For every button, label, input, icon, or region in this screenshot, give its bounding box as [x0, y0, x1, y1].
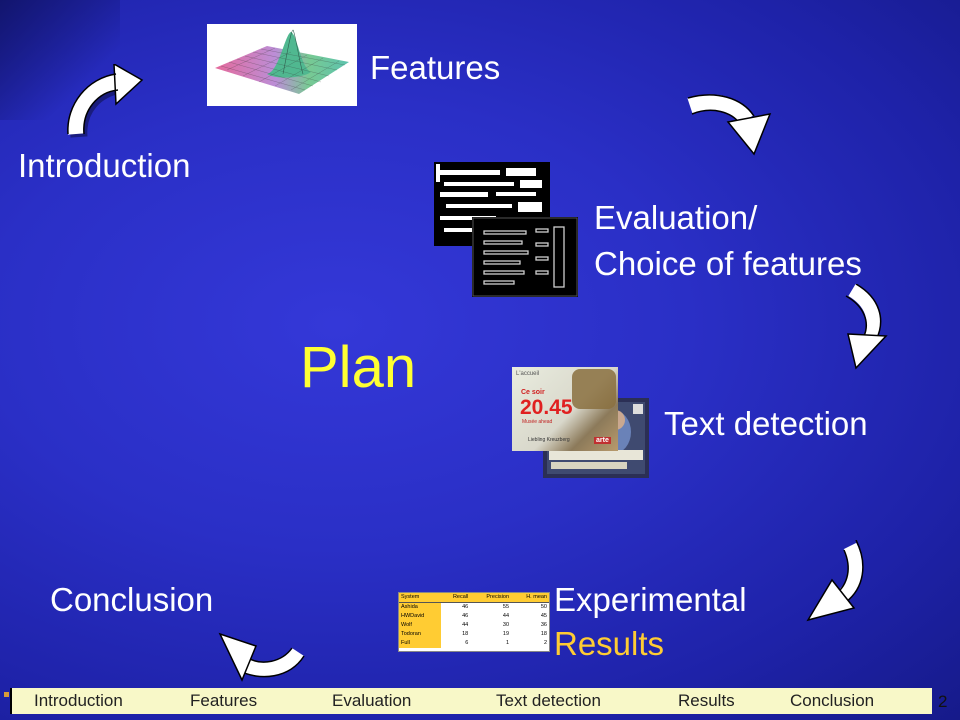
arrow-textdetection-to-results-icon — [806, 540, 864, 622]
results-table-row: Full 6 1 2 — [399, 639, 549, 648]
arrow-results-to-conclusion-icon — [218, 632, 305, 682]
results-table-header-cell: System — [399, 593, 441, 603]
nav-item-conclusion[interactable]: Conclusion — [790, 691, 875, 710]
nav-item-evaluation[interactable]: Evaluation — [332, 691, 412, 710]
section-navbar: Introduction Features Evaluation Text de… — [4, 688, 932, 714]
video-frame-caption-4: Liebling Kreuzberg — [528, 437, 570, 443]
results-table-header-cell: Precision — [470, 593, 512, 603]
results-table-cell: Todoran — [399, 630, 441, 639]
results-table-row: Todoran 18 19 18 — [399, 630, 549, 639]
slide-title: Plan — [300, 335, 417, 400]
results-table-row: Ashida 46 55 50 — [399, 602, 549, 612]
video-frame-caption-2: Ce soir — [521, 389, 545, 396]
results-table-cell: 46 — [462, 604, 469, 610]
video-frame-caption-3: Musée ahead — [522, 419, 553, 425]
navbar-bullet-icon — [4, 692, 9, 697]
results-table-cell: 44 — [502, 613, 510, 619]
label-results: Results — [554, 625, 665, 662]
nav-item-introduction[interactable]: Introduction — [34, 691, 123, 710]
corner-shadow — [0, 0, 120, 120]
label-text-detection: Text detection — [664, 405, 868, 442]
video-frame-time: 20.45 — [520, 396, 573, 419]
surface-plot-thumbnail — [207, 24, 357, 106]
results-table-cell: 45 — [540, 613, 547, 619]
nav-item-text-detection[interactable]: Text detection — [496, 691, 601, 710]
label-features: Features — [370, 49, 501, 86]
arrow-intro-to-features-icon — [67, 64, 144, 138]
results-table-cell: 44 — [462, 622, 469, 628]
arrow-features-to-evaluation-icon — [687, 94, 772, 156]
label-introduction: Introduction — [18, 147, 191, 184]
arrow-evaluation-to-textdetection-icon — [845, 284, 888, 370]
results-table-row: Wolf 44 30 36 — [399, 621, 549, 630]
results-table-cell: HWDavid — [399, 612, 441, 621]
nav-item-features[interactable]: Features — [190, 691, 258, 710]
results-table-row: HWDavid 46 44 45 — [399, 612, 549, 621]
results-table-header-cell: H. mean — [511, 593, 549, 603]
results-table-cell: 19 — [502, 631, 510, 637]
results-table-cell: 18 — [462, 631, 469, 637]
video-frame-brand: arte — [594, 437, 611, 444]
results-table-cell: 18 — [540, 631, 547, 637]
label-conclusion: Conclusion — [50, 581, 214, 618]
results-table-cell: 55 — [502, 604, 510, 610]
results-table-cell: 36 — [540, 622, 547, 628]
label-experimental: Experimental — [554, 581, 747, 618]
binary-text-thumbnail-front — [472, 217, 578, 297]
video-frame-thumbnail-front: L'accueil Ce soir 20.45 Musée ahead Lieb… — [512, 367, 618, 451]
label-evaluation-line2: Choice of features — [594, 245, 862, 282]
label-evaluation-line1: Evaluation/ — [594, 199, 758, 236]
results-table-cell: 46 — [462, 613, 469, 619]
results-table-cell: 1 — [505, 640, 510, 646]
nav-item-results[interactable]: Results — [678, 691, 735, 710]
results-table-cell: Full — [399, 639, 441, 648]
results-table-cell: Ashida — [399, 602, 441, 612]
results-table-cell: 2 — [543, 640, 547, 646]
results-table-header-cell: Recall — [440, 593, 471, 603]
page-number: 2 — [938, 692, 948, 711]
results-table-cell: Wolf — [399, 621, 441, 630]
video-frame-caption-1: L'accueil — [516, 371, 540, 377]
results-table-cell: 50 — [540, 604, 547, 610]
results-table-cell: 30 — [502, 622, 510, 628]
results-table-cell: 6 — [465, 640, 469, 646]
